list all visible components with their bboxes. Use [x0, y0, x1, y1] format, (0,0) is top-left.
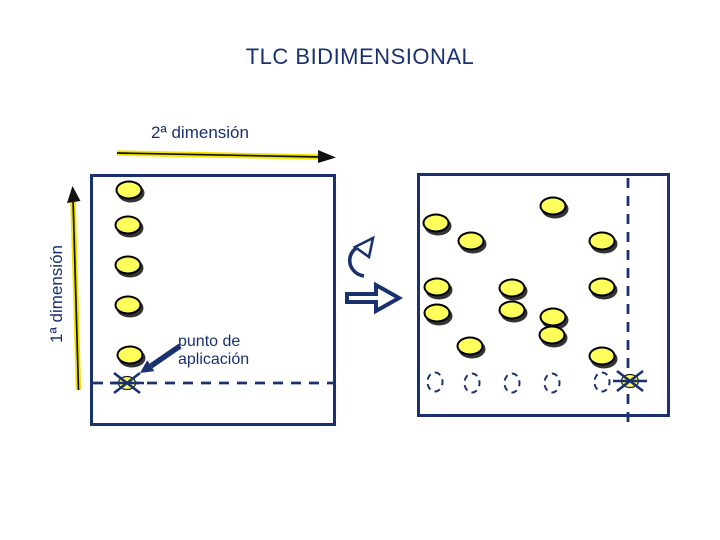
sample-spot [116, 345, 144, 365]
sample-spot [423, 303, 451, 323]
sample-spot [588, 231, 616, 251]
sample-spot [114, 255, 142, 275]
down-left-arrow-icon [140, 343, 182, 373]
sample-spot [114, 295, 142, 315]
sample-spot [539, 196, 567, 216]
application-point-line1: punto de [178, 333, 241, 350]
sample-spot [422, 213, 450, 233]
ghost-spot [503, 372, 521, 394]
ghost-spot [543, 372, 561, 394]
right-arrow-yellow-icon [116, 150, 336, 163]
ghost-spot [463, 372, 481, 394]
block-arrow-right-icon [345, 281, 404, 315]
ghost-spot [426, 371, 444, 393]
sample-spot [423, 277, 451, 297]
sample-spot [456, 336, 484, 356]
sample-spot [588, 346, 616, 366]
sample-spot [457, 231, 485, 251]
sample-spot [498, 278, 526, 298]
ghost-spot [593, 371, 611, 393]
application-point-label: punto de aplicación [178, 333, 249, 369]
rotate-counterclockwise-icon [348, 235, 375, 278]
first-dimension-label: 1ª dimensión [47, 245, 66, 343]
second-dimension-label: 2ª dimensión [151, 123, 249, 142]
arrowhead [67, 186, 81, 203]
arrowhead [352, 235, 375, 260]
sample-spot [115, 180, 143, 200]
sample-spot [114, 215, 142, 235]
arrowhead [318, 150, 336, 163]
sample-spot [539, 307, 567, 327]
page-title: TLC BIDIMENSIONAL [245, 44, 475, 69]
arrowhead [140, 360, 155, 373]
x-mark-icon [613, 369, 647, 393]
x-mark-icon [110, 371, 144, 395]
up-arrow-yellow-icon [67, 186, 82, 391]
application-point-line2: aplicación [178, 351, 250, 368]
sample-spot [588, 277, 616, 297]
sample-spot [538, 325, 566, 345]
sample-spot [498, 300, 526, 320]
